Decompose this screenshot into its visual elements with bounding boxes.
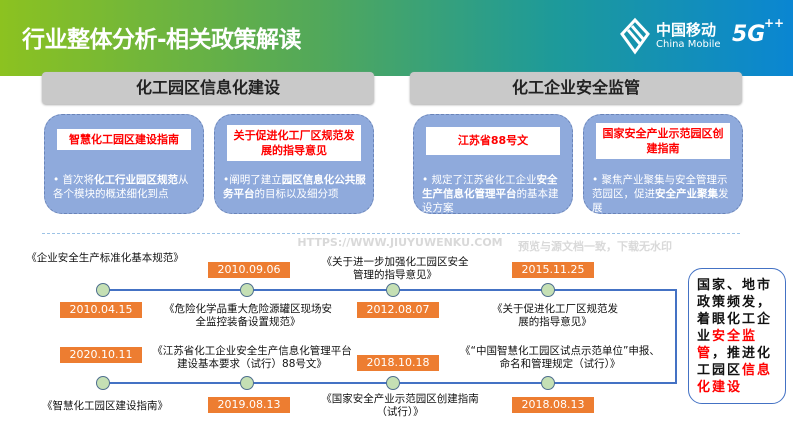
watermark-note: 预览与源文档一致，下载无水印	[518, 240, 672, 253]
policy-tag: 江苏省88号文	[426, 127, 560, 155]
timeline-node	[96, 283, 110, 297]
timeline-connector	[675, 289, 677, 384]
timeline-node	[240, 283, 254, 297]
timeline-node	[240, 376, 254, 390]
timeline-date: 2018.08.13	[512, 397, 594, 413]
policy-desc: • 规定了江苏省化工企业安全生产信息化管理平台的基本建设方案	[422, 174, 559, 214]
logo-5g: 5G	[732, 22, 766, 47]
summary-box: 国家、地市政策频发，着眼化工企业安全监管，推进化工园区信息化建设	[688, 268, 786, 404]
timeline-date: 2019.08.13	[208, 397, 290, 413]
timeline-doc: 《“中国智慧化工园区试点示范单位”申报、命名和管理规定（试行）》	[460, 345, 660, 370]
policy-card: 关于促进化工厂区规范发展的指导意见 •阐明了建立园区信息化公共服务平台的目标以及…	[214, 114, 374, 214]
timeline-node	[541, 376, 555, 390]
timeline-doc: 《危险化学品重大危险源罐区现场安全监控装备设置规范》	[164, 303, 332, 328]
timeline-date: 2012.08.07	[357, 302, 439, 318]
timeline-doc: 《智慧化工园区建设指南》	[42, 400, 168, 412]
section-header-safety-supervision: 化工企业安全监管	[410, 72, 742, 104]
timeline-date: 2010.04.15	[60, 302, 142, 318]
policy-tag: 智慧化工园区建设指南	[57, 129, 191, 150]
logo-text-cn: 中国移动	[656, 21, 717, 39]
timeline-doc: 《企业安全生产标准化基本规范》	[26, 252, 184, 264]
timeline-node	[96, 376, 110, 390]
policy-desc: • 聚焦产业聚集与安全管理示范园区，促进安全产业聚集发展	[592, 174, 729, 214]
timeline-date: 2020.10.11	[60, 347, 142, 363]
policy-desc: •阐明了建立园区信息化公共服务平台的目标以及细分项	[223, 174, 366, 200]
china-mobile-logo: 中国移动 China Mobile 5G ++	[618, 16, 788, 56]
section-header-park-informatization: 化工园区信息化建设	[42, 72, 374, 104]
timeline-node	[386, 283, 400, 297]
page-title: 行业整体分析-相关政策解读	[22, 27, 302, 53]
china-mobile-icon	[620, 17, 650, 55]
policy-desc: • 首次将化工行业园区规范从各个模块的概述细化到点	[53, 174, 189, 200]
policy-card: 国家安全产业示范园区创建指南 • 聚焦产业聚集与安全管理示范园区，促进安全产业聚…	[583, 114, 743, 214]
header-banner	[0, 0, 793, 76]
timeline-node	[541, 283, 555, 297]
divider	[42, 233, 740, 234]
timeline-doc: 《关于进一步加强化工园区安全管理的指导意见》	[321, 256, 469, 281]
logo-text-en: China Mobile	[656, 39, 721, 50]
watermark-url: HTTPS://WWW.JIUYUWENKU.COM	[297, 236, 503, 249]
timeline-doc: 《国家安全产业示范园区创建指南（试行）》	[321, 393, 479, 418]
policy-card: 江苏省88号文 • 规定了江苏省化工企业安全生产信息化管理平台的基本建设方案	[413, 114, 573, 214]
timeline-date: 2010.09.06	[208, 262, 290, 278]
policy-tag: 关于促进化工厂区规范发展的指导意见	[227, 125, 361, 161]
timeline-date: 2015.11.25	[512, 262, 594, 278]
timeline-doc: 《关于促进化工厂区规范发展的指导意见》	[492, 303, 618, 328]
plus-icon: ++	[764, 16, 785, 30]
timeline-date: 2018.10.18	[357, 355, 439, 371]
timeline-doc: 《江苏省化工企业安全生产信息化管理平台建设基本要求（试行）88号文》	[152, 345, 352, 370]
timeline-node	[386, 376, 400, 390]
policy-tag: 国家安全产业示范园区创建指南	[596, 123, 730, 159]
policy-card: 智慧化工园区建设指南 • 首次将化工行业园区规范从各个模块的概述细化到点	[44, 114, 204, 214]
